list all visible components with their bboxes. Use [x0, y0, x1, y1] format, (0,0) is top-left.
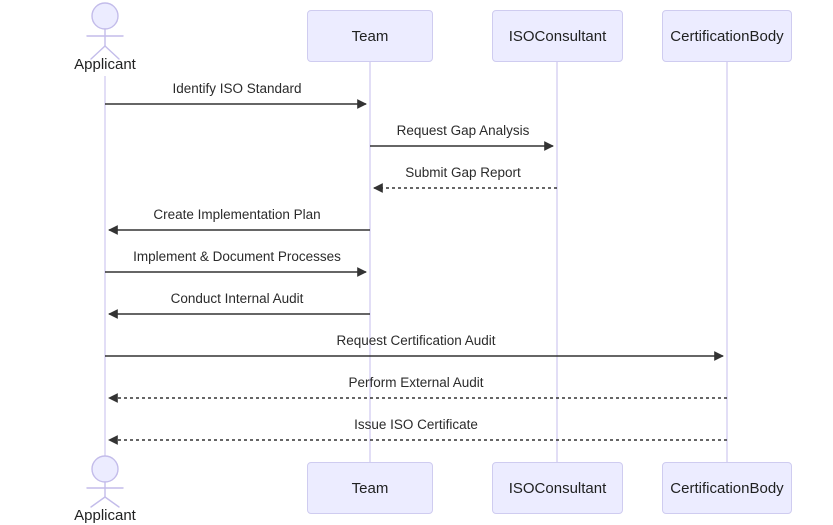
- actor-label-applicant-bottom: Applicant: [74, 507, 136, 524]
- participant-label: Team: [351, 27, 389, 45]
- message-label: Issue ISO Certificate: [354, 417, 478, 432]
- participant-label: ISOConsultant: [508, 27, 607, 45]
- message-label: Conduct Internal Audit: [170, 291, 304, 306]
- participant-box-certificationbody-bottom: CertificationBody: [662, 462, 792, 514]
- message-label: Identify ISO Standard: [172, 81, 302, 96]
- participant-label: Team: [351, 479, 389, 497]
- message-label: Request Gap Analysis: [396, 123, 530, 138]
- participant-box-team-top: Team: [307, 10, 433, 62]
- message-label: Submit Gap Report: [405, 165, 521, 180]
- participant-box-isoconsultant-bottom: ISOConsultant: [492, 462, 623, 514]
- message-label: Create Implementation Plan: [153, 207, 321, 222]
- message-label: Implement & Document Processes: [133, 249, 341, 264]
- participant-box-isoconsultant-top: ISOConsultant: [492, 10, 623, 62]
- message-label: Perform External Audit: [348, 375, 484, 390]
- participant-box-certificationbody-top: CertificationBody: [662, 10, 792, 62]
- participant-label: CertificationBody: [670, 27, 784, 45]
- actor-label-applicant-top: Applicant: [74, 56, 136, 73]
- participant-label: CertificationBody: [670, 479, 784, 497]
- participant-box-team-bottom: Team: [307, 462, 433, 514]
- actor-figure-icon-top: [86, 2, 124, 60]
- participant-label: ISOConsultant: [508, 479, 607, 497]
- message-label: Request Certification Audit: [336, 333, 496, 348]
- actor-figure-icon-bottom: [86, 455, 124, 508]
